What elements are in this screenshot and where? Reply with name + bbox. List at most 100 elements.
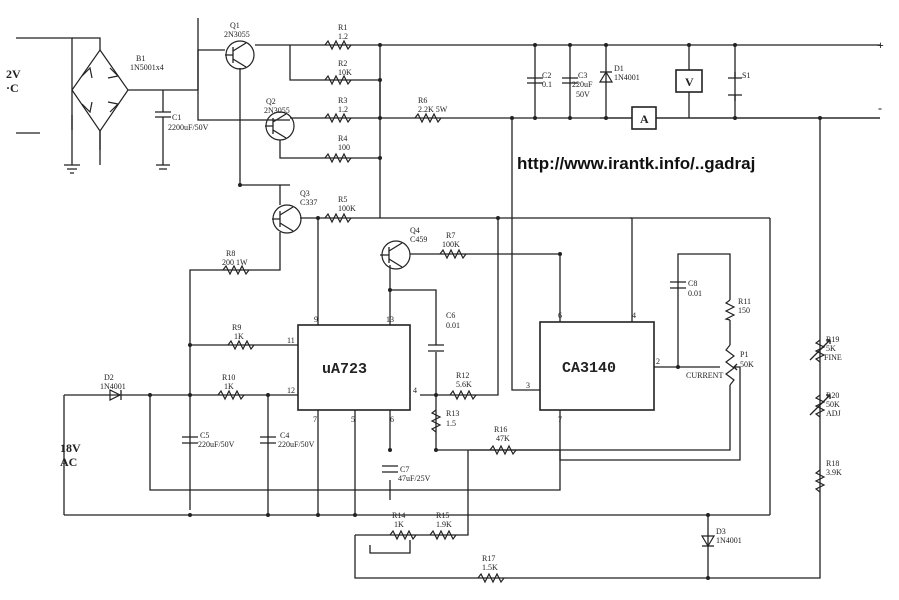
- r15-value: 1.9K: [436, 520, 452, 529]
- ua723-pin-5: 5: [351, 415, 355, 424]
- ac-input-top-ac: ·C: [6, 81, 19, 95]
- bridge-rectifier-b1: [71, 48, 129, 133]
- ua723-pin-7: 7: [313, 415, 317, 424]
- r14-value: 1K: [394, 520, 404, 529]
- r3-name: R3: [338, 96, 347, 105]
- ua723-pin-6: 6: [390, 415, 394, 424]
- r11-value: 150: [738, 306, 750, 315]
- q2-name: Q2: [266, 97, 276, 106]
- q1-value: 2N3055: [224, 30, 250, 39]
- d2-value: 1N4001: [100, 382, 126, 391]
- r13-value: 1.5: [446, 419, 456, 428]
- ic-ua723-label: uA723: [322, 361, 367, 378]
- c3-name: C3: [578, 71, 587, 80]
- q3-value: C337: [300, 198, 317, 207]
- r18-name: R18: [826, 459, 839, 468]
- r1-value: 1.2: [338, 32, 348, 41]
- p1-value: 50K: [740, 360, 754, 369]
- transistor-q3: [272, 204, 302, 234]
- r16-name: R16: [494, 425, 507, 434]
- s1-name: S1: [742, 71, 750, 80]
- r1-name: R1: [338, 23, 347, 32]
- r6-value: 2.2K 5W: [418, 105, 448, 114]
- watermark-url: http://www.irantk.info/..gadraj: [517, 154, 756, 173]
- r4-value: 100: [338, 143, 350, 152]
- c4-name: C4: [280, 431, 289, 440]
- r9-name: R9: [232, 323, 241, 332]
- r14-name: R14: [392, 511, 405, 520]
- ua723-pin-11: 11: [287, 336, 295, 345]
- r8-name: R8: [226, 249, 235, 258]
- r7-value: 100K: [442, 240, 460, 249]
- r19-name: R19: [826, 335, 839, 344]
- r15-name: R15: [436, 511, 449, 520]
- r8-value: 200 1W: [222, 258, 248, 267]
- r18-value: 3.9K: [826, 468, 842, 477]
- r16-value: 47K: [496, 434, 510, 443]
- r6-name: R6: [418, 96, 427, 105]
- b1-value: 1N5001x4: [130, 63, 164, 72]
- c2-value: 0.1: [542, 80, 552, 89]
- r12-name: R12: [456, 371, 469, 380]
- p1-name: P1: [740, 350, 748, 359]
- r17-value: 1.5K: [482, 563, 498, 572]
- q2-value: 2N3055: [264, 106, 290, 115]
- capacitor-symbols: [182, 77, 686, 473]
- r20-name: R20: [826, 391, 839, 400]
- r12-value: 5.6K: [456, 380, 472, 389]
- d2-name: D2: [104, 373, 114, 382]
- ca3140-pin-3: 3: [526, 381, 530, 390]
- q1-name: Q1: [230, 21, 240, 30]
- r19-note: FINE: [824, 353, 842, 362]
- ua723-pin-12: 12: [287, 386, 295, 395]
- ic-ca3140: [539, 321, 655, 411]
- output-plus-terminal: +: [877, 38, 884, 52]
- r17-name: R17: [482, 554, 495, 563]
- capacitor-c1: [155, 90, 171, 165]
- c5-name: C5: [200, 431, 209, 440]
- junction-dots: [148, 43, 822, 580]
- voltmeter-box: [675, 69, 703, 93]
- pot-arrows: [369, 339, 831, 554]
- c1-name: C1: [172, 113, 181, 122]
- r7-name: R7: [446, 231, 455, 240]
- c3-value: 220uF: [572, 80, 593, 89]
- switch-s1: [728, 72, 742, 101]
- c8-value: 0.01: [688, 289, 702, 298]
- b1-name: B1: [136, 54, 145, 63]
- output-minus-terminal: -: [878, 101, 882, 115]
- ua723-pin-13: 13: [386, 315, 394, 324]
- ic-ca3140-label: CA3140: [562, 360, 616, 377]
- r11-name: R11: [738, 297, 751, 306]
- r3-value: 1.2: [338, 105, 348, 114]
- d3-name: D3: [716, 527, 726, 536]
- c7-name: C7: [400, 465, 409, 474]
- r5-value: 100K: [338, 204, 356, 213]
- ammeter-label: A: [640, 112, 649, 126]
- c3-value-2: 50V: [576, 90, 590, 99]
- r10-value: 1K: [224, 382, 234, 391]
- ua723-pin-9: 9: [314, 315, 318, 324]
- ground-symbol: [64, 164, 170, 174]
- ac-input-bottom-ac: AC: [60, 455, 77, 469]
- r13-name: R13: [446, 409, 459, 418]
- q4-value: C459: [410, 235, 427, 244]
- ca3140-pin-6: 6: [558, 311, 562, 320]
- resistor-symbols: [217, 39, 826, 584]
- transistor-q1: [225, 40, 255, 70]
- c4-value: 220uF/50V: [278, 440, 315, 449]
- r2-value: 10K: [338, 68, 352, 77]
- r9-value: 1K: [234, 332, 244, 341]
- r10-name: R10: [222, 373, 235, 382]
- transistor-q2: [265, 111, 295, 141]
- c6-value: 0.01: [446, 321, 460, 330]
- c1-value: 2200uF/50V: [168, 123, 209, 132]
- d3-value: 1N4001: [716, 536, 742, 545]
- c6-name: C6: [446, 311, 455, 320]
- r5-name: R5: [338, 195, 347, 204]
- wiring: [16, 18, 880, 579]
- r20-note: ADJ: [826, 409, 841, 418]
- d1-value: 1N4001: [614, 73, 640, 82]
- c8-name: C8: [688, 279, 697, 288]
